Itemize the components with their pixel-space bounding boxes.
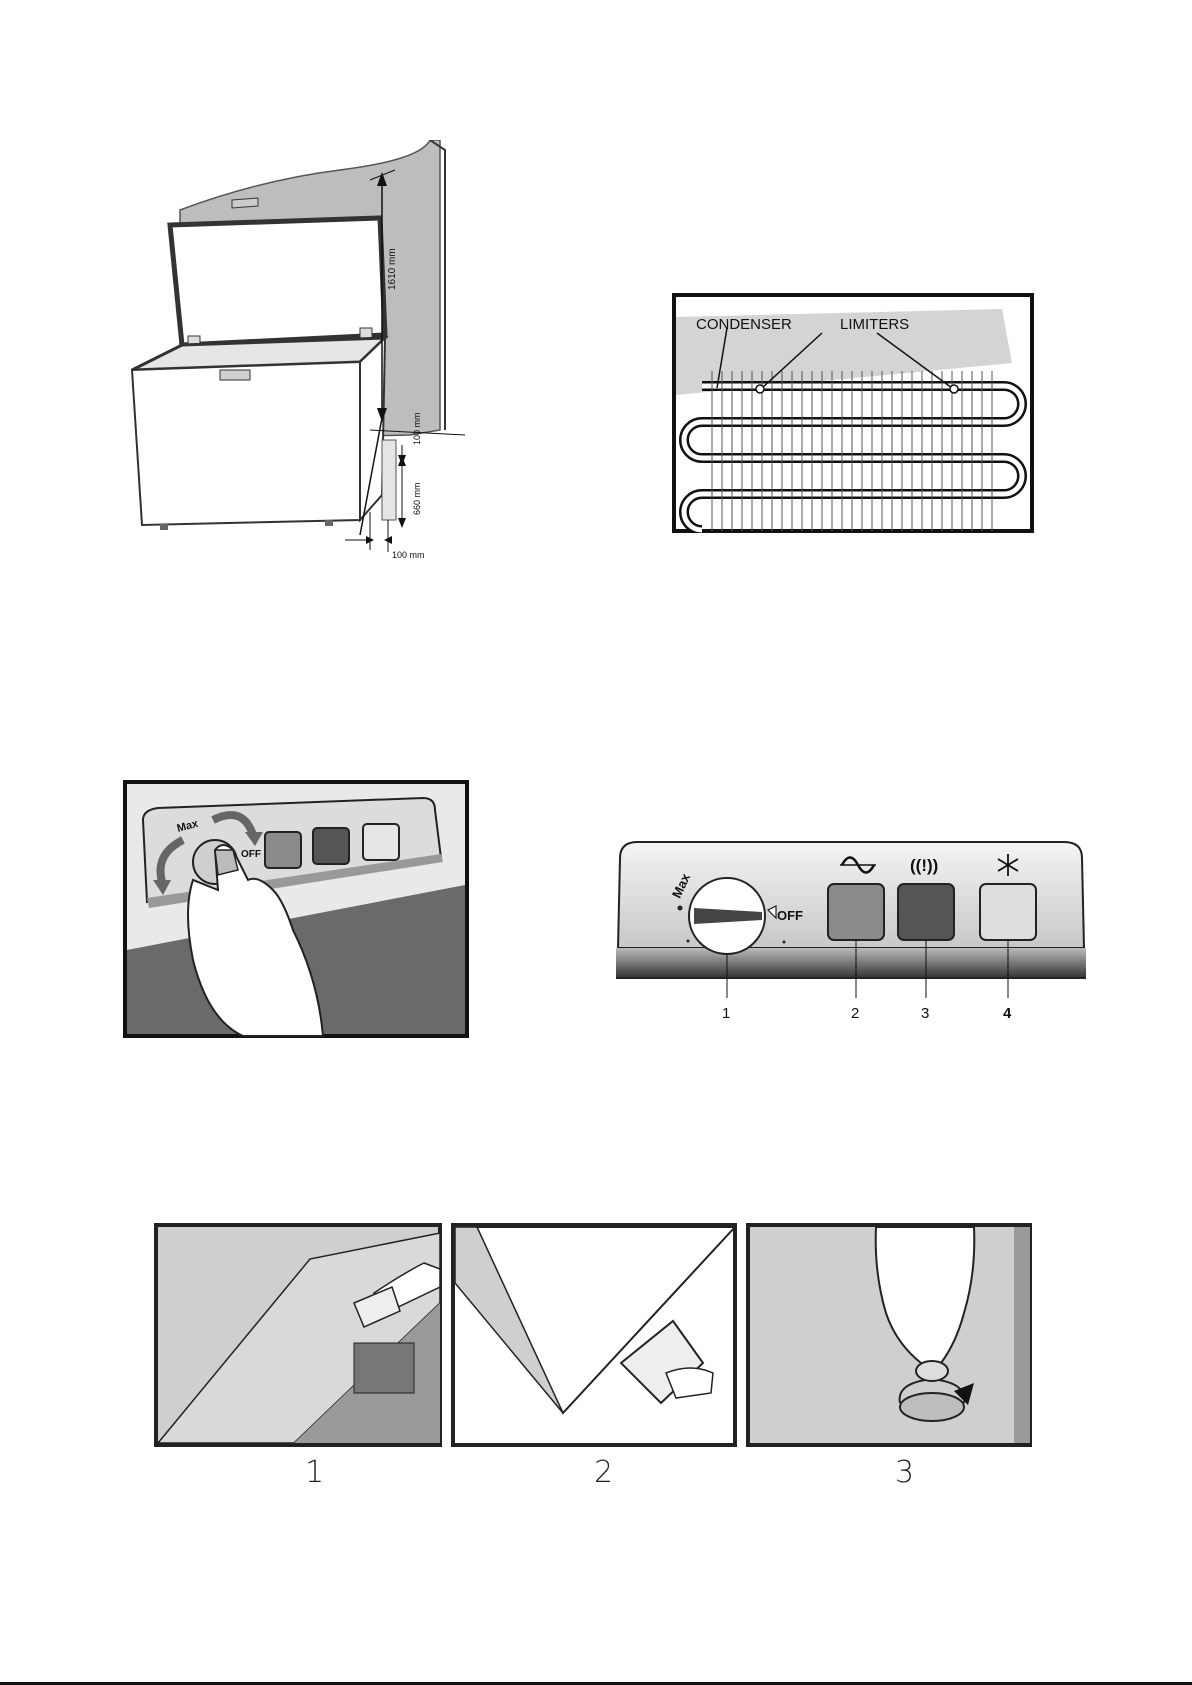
condenser-label: CONDENSER [696,316,792,333]
dimension-side: 660 mm [412,482,422,515]
condenser-figure: CONDENSER LIMITERS [672,293,1034,533]
control-panel-drawing: Max OFF ((!)) 1 2 3 4 [614,838,1088,1028]
step-1-panel [154,1223,442,1447]
svg-text:((!)): ((!)) [910,856,938,875]
step-2-drawing [451,1223,737,1447]
step-label-2: 2 [594,1455,613,1490]
dimension-back: 100 mm [392,550,425,560]
step-label-3: 3 [895,1455,914,1490]
dial-turning-figure: Max OFF [123,780,469,1038]
step-label-1: 1 [305,1455,324,1490]
step-1-drawing [154,1223,442,1447]
alarm-icon: ((!)) [910,856,938,875]
alarm-indicator [898,884,954,940]
dial-photo-off: OFF [241,849,261,860]
limiters-label: LIMITERS [840,316,909,333]
panel-off-label: OFF [777,908,803,923]
control-panel-figure: Max OFF ((!)) 1 2 3 4 [614,838,1088,1028]
step-2-panel [451,1223,737,1447]
power-indicator [828,884,884,940]
callout-4: 4 [1003,1005,1012,1022]
callout-2: 2 [851,1005,859,1022]
superfreeze-indicator [980,884,1036,940]
callout-1: 1 [722,1005,730,1022]
freezer-installation-figure: 1610 mm 100 mm 660 mm 100 mm [120,140,480,570]
dimension-height: 1610 mm [387,248,398,290]
step-3-panel [746,1223,1032,1447]
dimension-top: 100 mm [412,412,422,445]
dial-turning-drawing: Max OFF [123,780,469,1038]
freezer-installation-drawing: 1610 mm 100 mm 660 mm 100 mm [120,140,480,570]
condenser-drawing: CONDENSER LIMITERS [672,293,1034,533]
step-3-drawing [746,1223,1032,1447]
callout-3: 3 [921,1005,929,1022]
